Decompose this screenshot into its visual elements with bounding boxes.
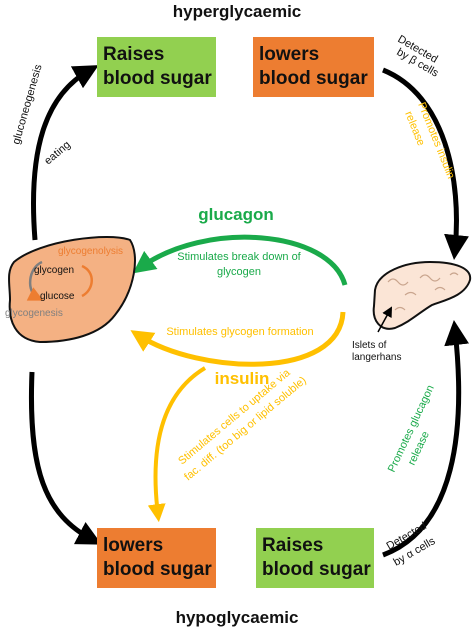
box-line1: Raises [262,535,324,556]
box-lowers-bottom-left: lowers blood sugar [97,528,216,588]
glycogenolysis-label: glycogenolysis [58,246,123,257]
glycogen-label: glycogen [34,265,74,276]
box-line1: lowers [103,535,164,556]
glucose-label: glucose [40,291,75,302]
box-line2: blood sugar [103,559,212,580]
insulin-glycogen-label: Stimulates glycogen formation [166,326,313,338]
pancreas-icon [372,260,472,330]
glycogenolysis-cycle-arrow [81,264,93,298]
box-raises-bottom-right: Raises blood sugar [256,528,374,588]
glucagon-arrow [132,234,348,286]
arrow-left-down [28,371,102,545]
pancreas-islets-texture [387,272,459,311]
box-raises-top-left: Raises blood sugar [97,37,216,97]
glycogenesis-label: glycogenesis [5,308,63,319]
arrow-right-up [382,320,470,558]
glucagon-effect-line2: glycogen [217,266,261,278]
arrow-left-up [30,65,99,241]
insulin-uptake-arrow [147,366,207,523]
glucagon-label: glucagon [198,205,274,224]
box-lowers-top-right: lowers blood sugar [253,37,374,97]
glucagon-effect-line1: Stimulates break down of [177,251,301,263]
insulin-label: insulin [215,369,270,388]
box-line2: blood sugar [259,68,368,89]
box-line1: Raises [103,44,165,65]
box-line1: lowers [259,44,320,65]
arrow-right-down [382,67,469,260]
top-title: hyperglycaemic [173,2,302,21]
islets-pointer [377,306,393,333]
glycogenesis-cycle-arrow [26,260,44,301]
insulin-uptake-line2: fac. diff. (too big or lipid soluble) [182,374,309,483]
insulin-glycogen-arrow [130,311,346,367]
islets-line2: langerhans [352,352,401,363]
bottom-title: hypoglycaemic [176,608,299,627]
box-line2: blood sugar [262,559,371,580]
islets-line1: Islets of [352,340,387,351]
box-line2: blood sugar [103,68,212,89]
eating-label: eating [42,139,73,167]
